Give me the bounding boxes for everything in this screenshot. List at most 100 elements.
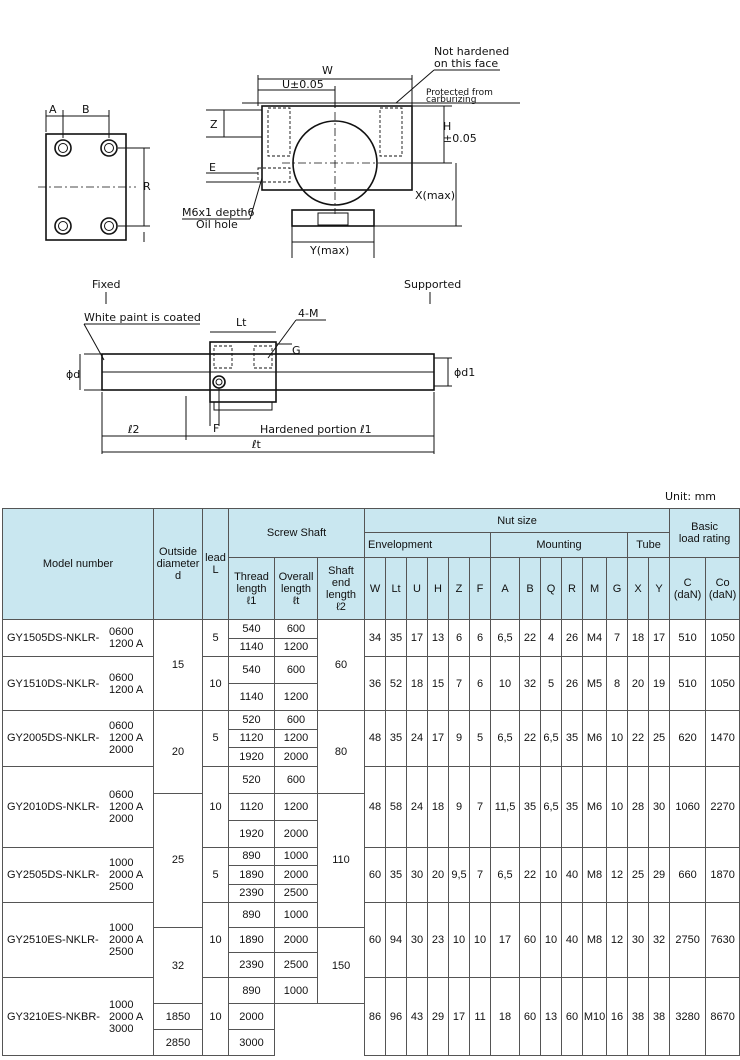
header-col-y: Y [648,557,671,620]
model-name: GY1505DS-NKLR- [7,632,100,645]
overall-length-cell: 1000 [274,846,318,866]
thread-length-cell: 1890 [228,927,275,953]
nut-size-cell-y: 29 [648,846,671,903]
overall-length-cell: 1200 [274,637,318,657]
dim-l2: ℓ2 [127,423,140,436]
nut-size-cell-h: 15 [427,656,450,711]
length-variant: 2000 A [109,1010,144,1023]
nut-front-view: W U±0.05 Not hardened on this face Prote… [182,45,520,258]
header-col-z: Z [448,557,471,620]
model-name: GY2010DS-NKLR- [7,800,100,813]
dim-d: ϕd [66,368,80,381]
nut-size-cell-g: 12 [606,902,629,978]
nut-size-cell-lt: 52 [385,656,408,711]
nut-size-cell-lt: 35 [385,710,408,767]
model-name: GY2510ES-NKLR- [7,934,99,947]
nut-size-cell-f: 5 [469,710,492,767]
nut-size-cell-lt: 94 [385,902,408,978]
dim-a: A [49,103,57,116]
thread-length-cell: 2390 [228,952,275,978]
nut-size-cell-h: 13 [427,619,450,657]
overall-length-cell: 600 [274,710,318,730]
length-variant: 2000 [109,744,134,757]
nut-size-cell-y: 25 [648,710,671,767]
nut-size-cell-q: 10 [540,846,563,903]
thread-length-cell: 890 [228,977,275,1004]
lead-cell: 5 [202,710,229,767]
lead-cell: 5 [202,846,229,903]
nut-size-cell-m: M4 [582,619,608,657]
outside-diameter-cell: 25 [153,792,203,928]
load-rating-co-cell: 8670 [705,977,740,1056]
header-col-f: F [469,557,492,620]
load-rating-c-cell: 510 [669,656,707,711]
nut-size-cell-q: 5 [540,656,563,711]
nut-size-cell-z: 9,5 [448,846,471,903]
thread-length-cell: 1920 [228,747,275,767]
dim-x-max: X(max) [415,189,455,202]
model-name: GY2005DS-NKLR- [7,732,100,745]
header-screw-shaft: Screw Shaft [227,508,366,558]
overall-length-cell: 2000 [274,819,318,848]
note-oil-hole-2: Oil hole [196,218,238,231]
thread-length-cell: 1140 [228,637,275,657]
nut-size-cell-z: 10 [448,902,471,978]
dim-h-tol: ±0.05 [443,132,477,145]
nut-size-cell-x: 18 [627,619,650,657]
nut-size-cell-lt: 96 [385,977,408,1056]
nut-size-cell-u: 18 [406,656,429,711]
load-rating-c-cell: 510 [669,619,707,657]
nut-size-cell-a: 6,5 [490,846,521,903]
load-rating-c-cell: 620 [669,710,707,767]
thread-length-cell: 1890 [228,865,275,885]
header-col-h: H [427,557,450,620]
nut-size-cell-y: 19 [648,656,671,711]
label-supported: Supported [404,278,461,291]
nut-size-cell-q: 4 [540,619,563,657]
header-col-g: G [606,557,629,620]
note-not-hardened-2: on this face [434,57,498,70]
nut-size-cell-w: 86 [364,977,387,1056]
header-envelopment: Envelopment [364,532,492,558]
length-variant: 2000 A [109,868,144,881]
overall-length-cell: 1000 [274,902,318,928]
dim-b: B [82,103,90,116]
header-col-u: U [406,557,429,620]
length-variant: 2500 [109,880,134,893]
nut-size-cell-r: 40 [561,846,584,903]
nut-size-cell-g: 8 [606,656,629,711]
nut-size-cell-u: 24 [406,765,429,848]
nut-size-cell-b: 32 [519,656,542,711]
overall-length-cell: 2000 [274,747,318,767]
dim-hardened: Hardened portion ℓ1 [260,423,372,436]
model-name: GY1510DS-NKLR- [7,677,100,690]
shaft-end-length-cell: 110 [316,792,366,928]
header-model: Model number [2,508,154,620]
shaft-end-length-cell: 60 [316,619,366,711]
nut-size-cell-q: 10 [540,902,563,978]
overall-length-cell: 1000 [274,977,318,1004]
length-variant: 1000 [109,922,134,934]
nut-size-cell-h: 23 [427,902,450,978]
header-col-r: R [561,557,584,620]
length-variant: 0600 [109,626,134,638]
header-col-co: Co(daN) [705,557,740,620]
thread-length-cell: 1120 [228,728,275,748]
